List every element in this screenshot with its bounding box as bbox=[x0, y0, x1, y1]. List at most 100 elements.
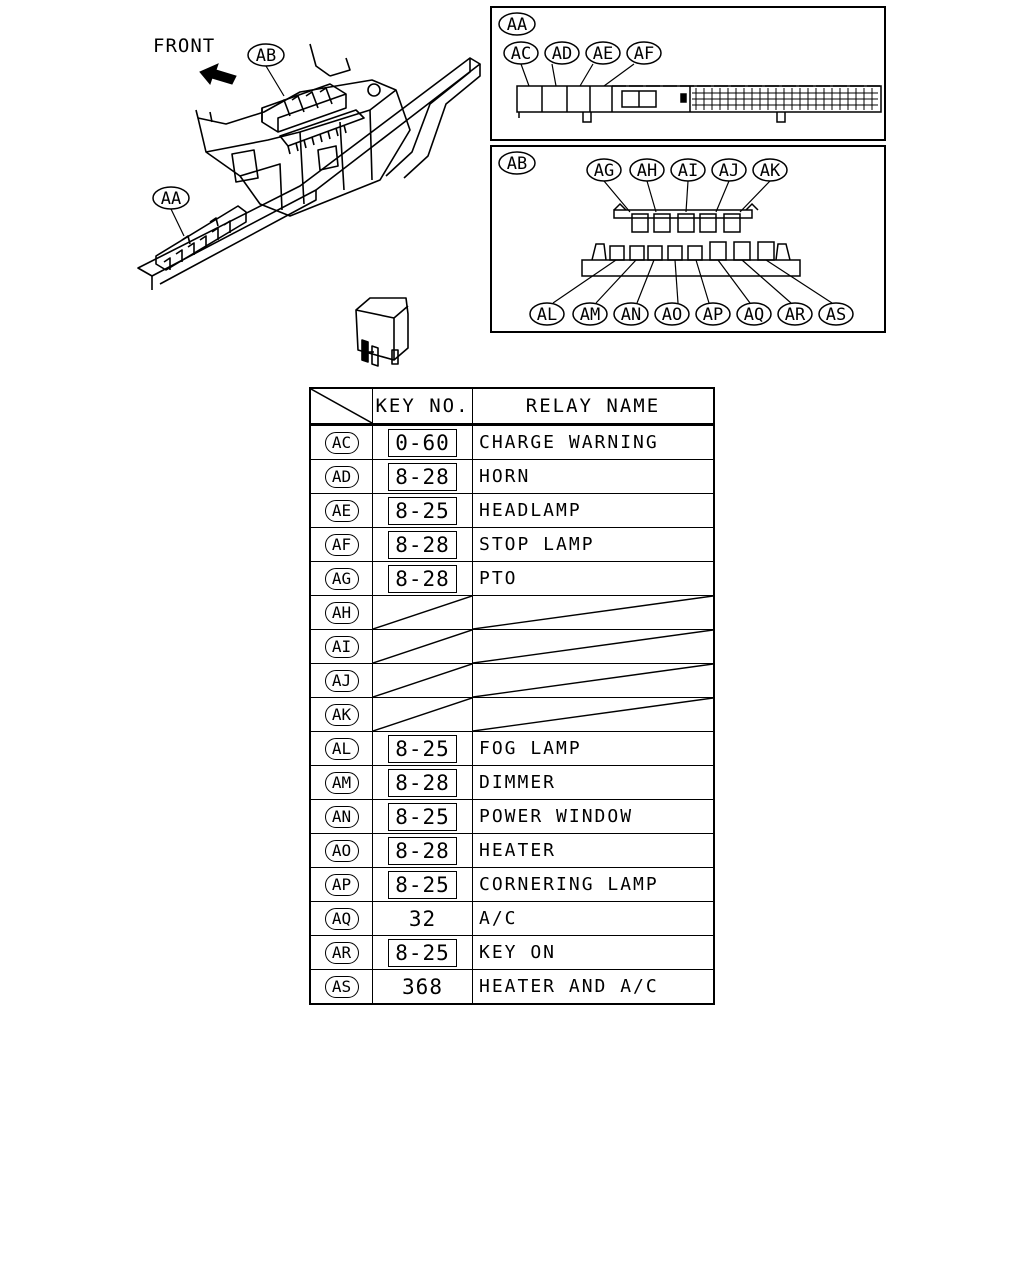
relay-id-cell: AG bbox=[309, 561, 373, 596]
key-no: 0-60 bbox=[388, 428, 457, 457]
callout-ah: AH bbox=[629, 158, 665, 182]
relay-id-cell: AE bbox=[309, 493, 373, 528]
detail-aa-callouts: AC AD AE AF bbox=[503, 41, 662, 87]
relay-id: AG bbox=[324, 567, 359, 590]
callout-ad-label: AD bbox=[552, 44, 572, 64]
header-relay-name: RELAY NAME bbox=[472, 387, 715, 426]
empty-name-cell bbox=[472, 629, 715, 664]
relay-name-cell: DIMMER bbox=[472, 765, 715, 800]
table-row: AI bbox=[309, 629, 715, 664]
callout-ad: AD bbox=[544, 41, 580, 65]
callout-aj-label: AJ bbox=[719, 161, 739, 181]
relay-id-cell: AF bbox=[309, 527, 373, 562]
table-row: AM 8-28 DIMMER bbox=[309, 765, 715, 800]
callout-as: AS bbox=[818, 302, 854, 326]
relay-id-cell: AP bbox=[309, 867, 373, 902]
relay-name: HEATER AND A/C bbox=[479, 976, 659, 997]
relay-name: HORN bbox=[479, 466, 531, 487]
callout-am-label: AM bbox=[580, 305, 600, 325]
key-no: 368 bbox=[402, 974, 443, 999]
relay-id: AC bbox=[324, 431, 359, 454]
relay-id-cell: AQ bbox=[309, 901, 373, 936]
callout-ae-label: AE bbox=[593, 44, 613, 64]
key-no: 8-28 bbox=[388, 564, 457, 593]
relay-id-cell: AH bbox=[309, 595, 373, 630]
relay-name-cell: A/C bbox=[472, 901, 715, 936]
relay-id-cell: AD bbox=[309, 459, 373, 494]
callout-ag-label: AG bbox=[594, 161, 614, 181]
relay-id-cell: AC bbox=[309, 424, 373, 460]
relay-name: HEADLAMP bbox=[479, 500, 582, 521]
callout-ak-label: AK bbox=[760, 161, 781, 181]
table-row: AP 8-25 CORNERING LAMP bbox=[309, 867, 715, 902]
callout-aq-label: AQ bbox=[744, 305, 764, 325]
relay-id-cell: AK bbox=[309, 697, 373, 732]
callout-ab: AB bbox=[247, 43, 285, 97]
relay-id: AO bbox=[324, 839, 359, 862]
key-no-cell: 8-28 bbox=[372, 459, 473, 494]
empty-key-cell bbox=[372, 629, 473, 664]
relay-id: AN bbox=[324, 805, 359, 828]
relay-name-cell: CORNERING LAMP bbox=[472, 867, 715, 902]
relay-name-cell: PTO bbox=[472, 561, 715, 596]
relay-id: AK bbox=[324, 703, 359, 726]
vehicle-frame-perspective bbox=[137, 43, 481, 290]
key-no: 8-28 bbox=[388, 462, 457, 491]
front-arrow: FRONT bbox=[153, 35, 237, 86]
relay-id-cell: AM bbox=[309, 765, 373, 800]
key-no: 8-25 bbox=[388, 496, 457, 525]
callout-af-label: AF bbox=[634, 44, 654, 64]
callout-as-label: AS bbox=[826, 305, 846, 325]
key-no-cell: 8-28 bbox=[372, 833, 473, 868]
relay-id-cell: AR bbox=[309, 935, 373, 970]
callout-ar-label: AR bbox=[785, 305, 806, 325]
relay-name-cell: POWER WINDOW bbox=[472, 799, 715, 834]
empty-key-cell bbox=[372, 663, 473, 698]
empty-name-cell bbox=[472, 595, 715, 630]
header-diagonal-cell bbox=[309, 387, 373, 426]
table-row: AK bbox=[309, 697, 715, 732]
callout-ag: AG bbox=[586, 158, 622, 182]
detail-aa-title: AA bbox=[507, 15, 527, 35]
relay-id-cell: AI bbox=[309, 629, 373, 664]
relay-name-cell: KEY ON bbox=[472, 935, 715, 970]
callout-ac-label: AC bbox=[511, 44, 531, 64]
relay-name-cell: STOP LAMP bbox=[472, 527, 715, 562]
callout-al: AL bbox=[529, 302, 565, 326]
relay-id: AQ bbox=[324, 907, 359, 930]
table-row: AD 8-28 HORN bbox=[309, 459, 715, 494]
relay-id-cell: AL bbox=[309, 731, 373, 766]
detail-aa-panel: AA AC AD AE AF bbox=[490, 6, 886, 141]
relay-id: AM bbox=[324, 771, 359, 794]
relay-name: A/C bbox=[479, 908, 518, 929]
relay-id: AJ bbox=[324, 669, 359, 692]
relay-id: AP bbox=[324, 873, 359, 896]
key-no: 8-28 bbox=[388, 530, 457, 559]
callout-ai-label: AI bbox=[678, 161, 698, 181]
callout-ar: AR bbox=[777, 302, 813, 326]
relay-id: AD bbox=[324, 465, 359, 488]
callout-ap: AP bbox=[695, 302, 731, 326]
relay-name: DIMMER bbox=[479, 772, 557, 793]
callout-aa: AA bbox=[152, 186, 190, 237]
table-header-row: KEY NO. RELAY NAME bbox=[309, 387, 715, 426]
relay-id: AL bbox=[324, 737, 359, 760]
key-no: 8-25 bbox=[388, 870, 457, 899]
key-no: 8-25 bbox=[388, 802, 457, 831]
key-no-cell: 8-28 bbox=[372, 561, 473, 596]
callout-ak: AK bbox=[752, 158, 788, 182]
relay-name: STOP LAMP bbox=[479, 534, 595, 555]
key-no-cell: 8-28 bbox=[372, 765, 473, 800]
relay-name: CHARGE WARNING bbox=[479, 432, 659, 453]
relay-table-body: AC 0-60 CHARGE WARNING AD 8-28 HORN AE 8-25 HEAD… bbox=[309, 424, 715, 1005]
callout-ai: AI bbox=[670, 158, 706, 182]
detail-ab-top-callouts: AG AH AI AJ AK bbox=[586, 158, 788, 213]
empty-name-cell bbox=[472, 697, 715, 732]
callout-ae: AE bbox=[585, 41, 621, 65]
callout-an-label: AN bbox=[621, 305, 641, 325]
key-no-cell: 8-25 bbox=[372, 799, 473, 834]
